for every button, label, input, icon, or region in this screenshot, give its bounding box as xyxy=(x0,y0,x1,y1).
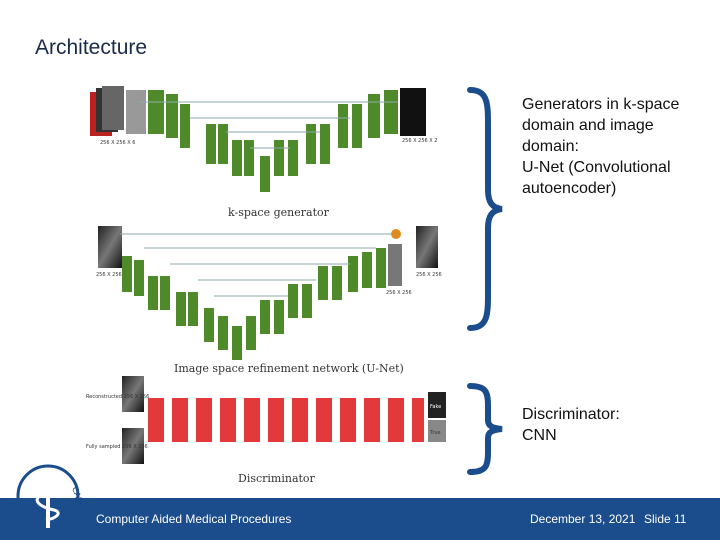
kspace-generator: 256 X 256 X 6 256 X 256 X 2 k-space gene… xyxy=(90,86,437,219)
disc-output-fake xyxy=(428,392,446,418)
camp-logo: CAMP xyxy=(16,464,86,528)
logo-text: CAMP xyxy=(70,486,86,511)
serpent-icon xyxy=(35,476,60,522)
footer-org: Computer Aided Medical Procedures xyxy=(96,512,292,526)
disc-fake-label: Fake xyxy=(430,404,441,410)
image-refinement-network: 256 X 256 256 X 256 256 X 256 Image spac… xyxy=(96,226,442,375)
discriminator-note: Discriminator: CNN xyxy=(522,404,620,446)
disc-output-true xyxy=(428,420,446,442)
generators-note-line: domain and image xyxy=(522,117,654,134)
image-output xyxy=(416,226,438,268)
disc-input-reconstructed xyxy=(122,376,144,412)
image-caption: Image space refinement network (U-Net) xyxy=(174,362,404,375)
generators-brace xyxy=(467,87,503,331)
slide-title: Architecture xyxy=(35,36,148,59)
kspace-output-dim: 256 X 256 X 2 xyxy=(402,138,437,144)
image-mid-output xyxy=(388,244,402,286)
footer-bar: Computer Aided Medical Procedures Decemb… xyxy=(0,498,720,540)
architecture-figure: 256 X 256 X 6 256 X 256 X 2 k-space gene… xyxy=(86,86,446,485)
discriminator-brace xyxy=(467,383,503,475)
footer-date: December 13, 2021 xyxy=(530,512,636,526)
discriminator-note-line: CNN xyxy=(522,427,557,444)
sum-node xyxy=(391,229,401,239)
discriminator-note-line: Discriminator: xyxy=(522,406,620,423)
generators-note-line: autoencoder) xyxy=(522,180,617,197)
image-mid-dim: 256 X 256 xyxy=(386,290,412,296)
generators-note: Generators in k-space domain and image d… xyxy=(522,94,679,199)
image-output-dim: 256 X 256 xyxy=(416,272,442,278)
kspace-caption: k-space generator xyxy=(228,206,330,219)
disc-input-fully-sampled xyxy=(122,428,144,464)
image-input-dim: 256 X 256 xyxy=(96,272,122,278)
disc-true-label: True xyxy=(429,430,441,436)
kspace-output xyxy=(400,88,426,136)
generators-note-line: Generators in k-space xyxy=(522,96,680,113)
footer-slide-number: Slide 11 xyxy=(644,512,687,526)
generators-note-line: U-Net (Convolutional xyxy=(522,159,671,176)
image-input xyxy=(98,226,122,268)
disc-caption: Discriminator xyxy=(238,472,316,485)
kspace-input-dim: 256 X 256 X 6 xyxy=(100,140,135,146)
disc-input-top-label: Reconstructed 256 X 256 xyxy=(86,394,149,400)
disc-input-bottom-label: Fully sampled 256 X 256 xyxy=(86,444,148,450)
discriminator-network: Reconstructed 256 X 256 Fully sampled 25… xyxy=(86,376,446,485)
generators-note-line: domain: xyxy=(522,138,579,155)
